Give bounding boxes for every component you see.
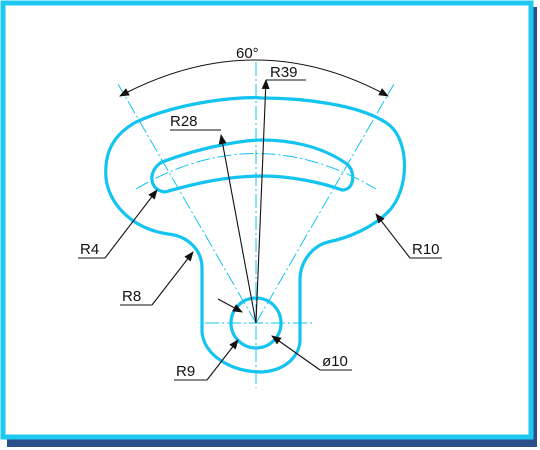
part-outline	[104, 96, 406, 374]
r8-label: R8	[122, 288, 141, 305]
frame-border	[0, 0, 534, 440]
right-60-centerline	[255, 83, 395, 324]
r9-label: R9	[176, 363, 195, 380]
r4-leader	[104, 189, 158, 259]
dia10-leader	[271, 335, 321, 371]
r10-leader	[375, 213, 411, 259]
angle-label: 60°	[236, 45, 259, 62]
r9-center-arrow	[217, 298, 243, 313]
r9-leader	[206, 339, 239, 381]
angle-dim-arc	[119, 59, 389, 97]
r28-label: R28	[170, 113, 198, 130]
r28-arc-centerline	[135, 153, 377, 190]
r10-label: R10	[412, 241, 440, 258]
left-60-centerline	[117, 83, 257, 324]
dimension-lines	[78, 59, 442, 381]
dia10-label: ø10	[322, 353, 348, 370]
slot-contour	[150, 138, 355, 194]
r28-leader	[218, 134, 257, 324]
r8-leader	[151, 251, 194, 306]
centerlines	[117, 62, 395, 388]
r4-label: R4	[80, 241, 99, 258]
outer-contour	[104, 96, 406, 374]
r39-label: R39	[270, 64, 298, 81]
r39-leader	[255, 79, 270, 324]
hole-circle	[229, 296, 283, 350]
